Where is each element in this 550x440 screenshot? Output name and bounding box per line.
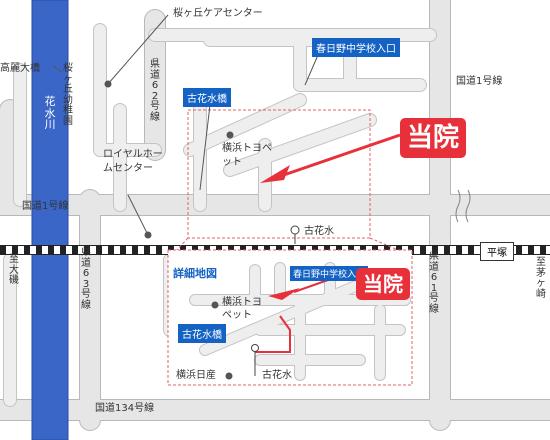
detail-yokohama-nissan-label: 横浜日産 — [176, 370, 216, 381]
detail-jhs-entrance-label: 春日野中学校入口 — [290, 266, 369, 281]
komaoka-oohashi-label: 高麗大橋 — [0, 63, 40, 74]
kahanamizu-river-label: 花水川 — [44, 95, 56, 132]
hiratsuka-station-label: 平塚 — [480, 242, 514, 261]
to-oiso-label: 至大磯 — [9, 254, 19, 286]
pref62-label: 県道62号線 — [150, 59, 160, 123]
detail-kohanamizu-label: 古花水 — [262, 370, 292, 381]
clinic-label: 当院 — [400, 118, 466, 158]
detail-map-title: 詳細地図 — [173, 267, 217, 280]
stop-markers — [251, 225, 300, 376]
pref61-label: 県道61号線 — [429, 251, 439, 315]
route1-left-label: 国道1号線 — [22, 201, 69, 212]
detail-area-outline — [187, 109, 371, 239]
route1-right-label: 国道1号線 — [456, 76, 503, 87]
kasugano-jhs-entrance-label: 春日野中学校入口 — [312, 38, 400, 57]
river — [31, 0, 69, 440]
route134-label: 国道134号線 — [95, 403, 155, 414]
yokohama-toyopet-label: 横浜トヨペット — [222, 143, 272, 168]
to-chigasaki-label: 至茅ヶ崎 — [536, 257, 546, 300]
royal-home-center-label: ロイヤルホームセンター — [103, 149, 163, 174]
sakuragaoka-kindergarten-label: 桜ヶ丘幼稚園 — [63, 63, 73, 127]
road-break-marks — [455, 189, 471, 223]
kohanamizu-label: 古花水 — [304, 226, 334, 237]
detail-clinic-label: 当院 — [356, 268, 410, 300]
sakuragaoka-care-center-label: 桜ヶ丘ケアセンター — [173, 8, 263, 19]
pref63-label: 県道63号線 — [81, 247, 91, 311]
detail-toyopet-label: 横浜トヨペット — [222, 297, 262, 321]
clinic-arrow — [260, 133, 401, 183]
inset-clinic-arrow — [268, 288, 300, 300]
detail-kohanamizu-bridge-label: 古花水橋 — [178, 324, 226, 343]
kohanamizu-bridge-label: 古花水橋 — [183, 88, 231, 107]
